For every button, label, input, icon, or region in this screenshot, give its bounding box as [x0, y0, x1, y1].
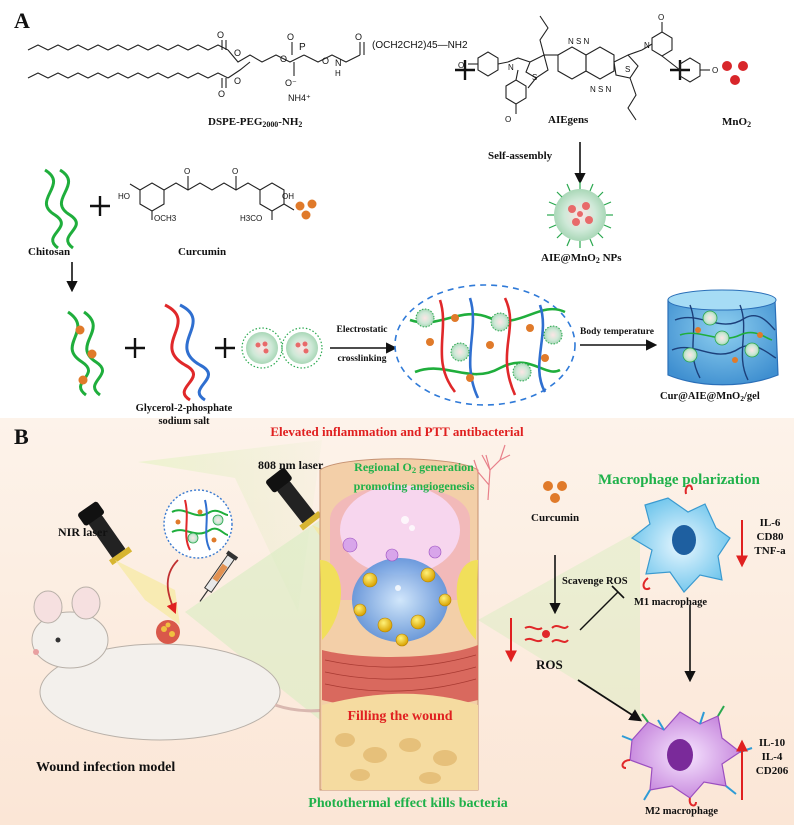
svg-text:P: P [299, 42, 306, 53]
network-ellipse [394, 284, 576, 406]
panel-b-letter: B [14, 424, 29, 449]
curcumin-ho-left: HO [118, 192, 130, 201]
svg-text:O: O [505, 115, 511, 124]
svg-text:O: O [712, 66, 718, 75]
svg-text:O: O [217, 30, 224, 40]
filling-wound-label: Filling the wound [347, 709, 453, 724]
peg-chain-label: (OCH2CH2)45—NH2 [372, 40, 468, 51]
glycerol-strands [164, 303, 210, 402]
regional-o2-label: Regional O2 generation promoting angioge… [353, 460, 475, 494]
curcumin-och3: OCH3 [154, 214, 177, 223]
ros-icon [524, 625, 569, 643]
svg-text:O: O [287, 32, 294, 42]
svg-text:O: O [218, 89, 225, 99]
svg-text:O: O [280, 54, 287, 64]
inject-arrow [166, 559, 179, 614]
svg-text:N: N [644, 41, 650, 50]
elevated-inflammation-label: Elevated inflammation and PTT antibacter… [270, 424, 524, 439]
self-assembly-label: Self-assembly [488, 150, 553, 162]
m2-macrophage [621, 705, 753, 807]
wound-model-label: Wound infection model [36, 760, 176, 775]
laser-808-label: 808 nm laser [258, 458, 324, 472]
m2-label: M2 macrophage [645, 806, 719, 817]
ros-label: ROS [536, 657, 563, 672]
svg-text:O: O [355, 32, 362, 42]
macrophage-polarization-label: Macrophage polarization [598, 472, 760, 488]
aie-nanoparticle [547, 182, 613, 248]
svg-text:O⁻: O⁻ [285, 78, 297, 88]
laser-808-icon [266, 468, 322, 531]
svg-text:O: O [184, 167, 190, 176]
dspe-label: DSPE-PEG2000-NH2 [208, 116, 303, 129]
syringe-icon [199, 550, 239, 602]
svg-text:S: S [532, 73, 537, 82]
svg-text:O: O [658, 13, 664, 22]
curcumin-label: Curcumin [178, 246, 227, 258]
hydrogel-cube [667, 289, 779, 386]
curcumin-oh-right: OH [282, 192, 294, 201]
scavenge-ros-label: Scavenge ROS [562, 576, 628, 587]
svg-text:O: O [458, 61, 464, 70]
mno2-particles [722, 61, 748, 85]
mno2-label: MnO2 [722, 116, 752, 129]
electrostatic-label: Electrostatic [336, 325, 388, 335]
svg-text:O: O [232, 167, 238, 176]
photothermal-label: Photothermal effect kills bacteria [308, 796, 508, 811]
m1-macrophage [630, 484, 731, 593]
crosslinking-label: crosslinking [337, 354, 387, 364]
svg-text:S: S [625, 65, 630, 74]
panel-a-letter: A [14, 8, 30, 33]
nir-laser-icon [78, 501, 133, 566]
wound-cross-section [319, 458, 479, 791]
chitosan-strands [44, 168, 78, 250]
nir-laser-label: NIR laser [58, 525, 108, 539]
gel-inset [163, 489, 233, 559]
ros-beam [478, 530, 640, 720]
svg-text:O: O [234, 48, 241, 58]
dspe-structure [27, 40, 365, 88]
aiegens-label: AIEgens [548, 114, 589, 126]
svg-text:N: N [335, 58, 342, 68]
svg-text:N S N: N S N [568, 37, 590, 46]
svg-text:N: N [508, 63, 514, 72]
mouse-illustration [31, 586, 381, 741]
ros-to-m2-arrow [577, 679, 643, 722]
body-temperature-label: Body temperature [580, 327, 654, 337]
np-pair [241, 327, 323, 369]
curcumin-b-label: Curcumin [531, 512, 580, 524]
inhibit-line [579, 591, 619, 631]
curcumin-dots-b [543, 481, 567, 503]
chitosan-label: Chitosan [28, 246, 71, 258]
aie-nps-label: AIE@MnO2 NPs [541, 252, 622, 265]
svg-text:H: H [335, 69, 341, 78]
curcumin-dots [295, 199, 317, 220]
curcumin-structure [129, 176, 295, 220]
curcumin-h3co: H3CO [240, 214, 263, 223]
nh4-label: NH4⁺ [288, 93, 311, 103]
m1-label: M1 macrophage [634, 597, 708, 608]
blood-vessel-icon [473, 444, 511, 501]
wound-beam [185, 520, 320, 720]
svg-text:O: O [234, 76, 241, 86]
aiegens-structure [468, 15, 710, 121]
gel-label: Cur@AIE@MnO2/gel [660, 391, 760, 403]
svg-text:N S N: N S N [590, 85, 612, 94]
svg-text:O: O [322, 56, 329, 66]
